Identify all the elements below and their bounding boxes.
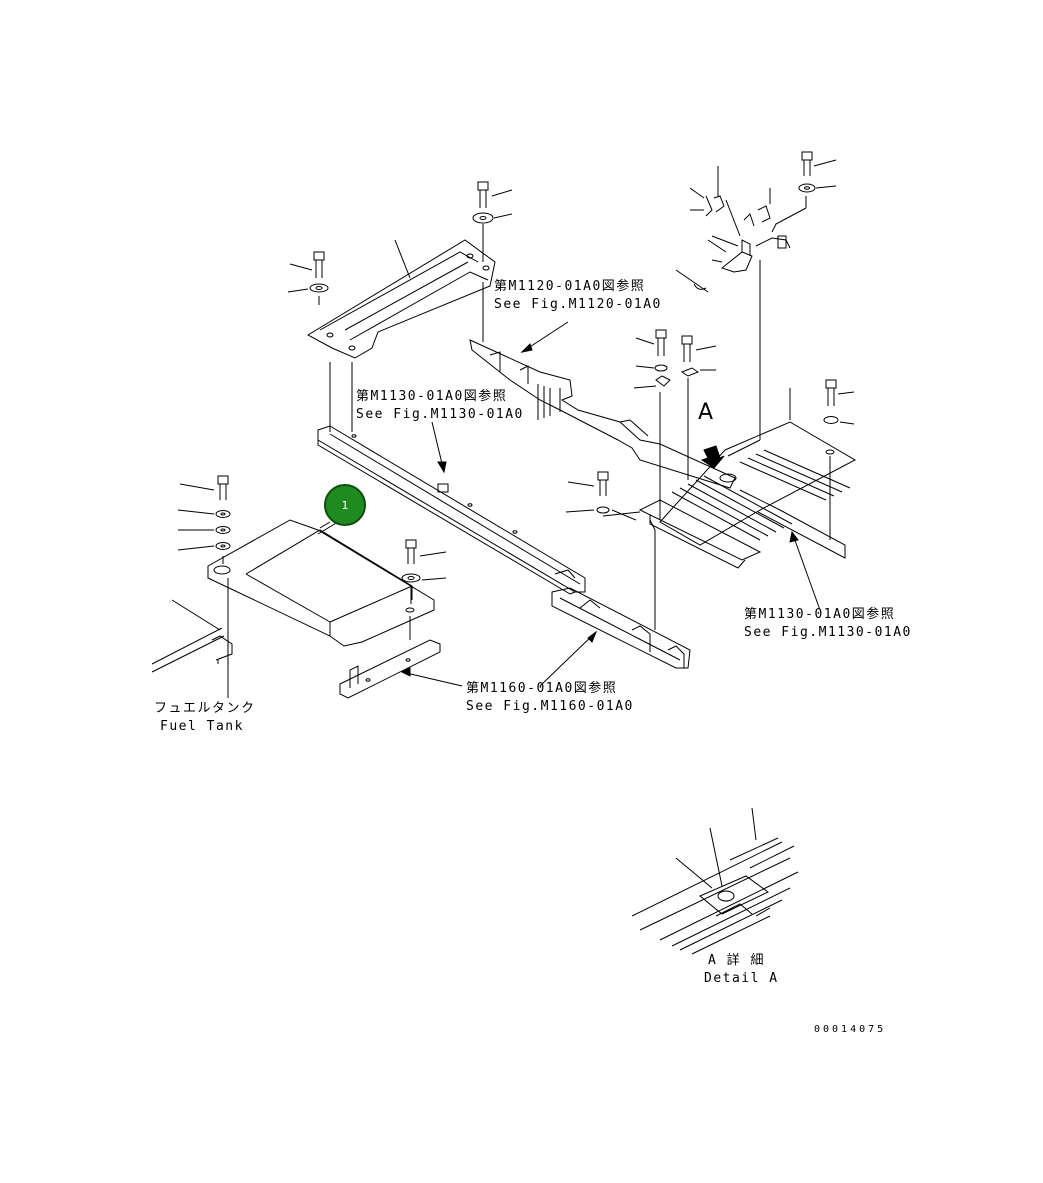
bolt-center-right	[566, 472, 640, 520]
latch-assembly	[676, 166, 806, 456]
fuel-tank-label-en: Fuel Tank	[160, 719, 244, 734]
lower-beam	[552, 530, 690, 668]
ref-m1120-jp: 第M1120-01A0図参照	[494, 279, 646, 294]
document-id: 00014075	[814, 1024, 887, 1035]
bolt-top-right	[799, 152, 836, 192]
long-frame-member	[318, 426, 585, 594]
bolt-right	[824, 380, 854, 424]
bolts-left-stack	[178, 476, 230, 696]
ref-m1120-en: See Fig.M1120-01A0	[494, 297, 662, 312]
leader-m1130-right	[792, 532, 820, 610]
ref-m1130-right-en: See Fig.M1130-01A0	[744, 625, 912, 640]
top-left-bracket-plate	[308, 240, 495, 358]
cover-bracket	[340, 616, 440, 698]
view-a-letter: A	[698, 400, 715, 425]
detail-a-label-jp: A 詳 細	[708, 953, 765, 968]
leader-callout-1	[318, 522, 338, 534]
fuel-tank-outline	[152, 600, 232, 672]
detail-a-label-en: Detail A	[704, 971, 779, 986]
ref-m1130-right-jp: 第M1130-01A0図参照	[744, 607, 896, 622]
ref-m1160-en: See Fig.M1160-01A0	[466, 699, 634, 714]
detail-a-view	[632, 808, 798, 954]
bolt-top-left-a	[288, 252, 328, 305]
fuel-tank-label-jp: フュエルタンク	[154, 701, 256, 716]
cover-plate	[208, 520, 434, 646]
leader-m1160-a	[402, 672, 462, 686]
ref-m1130-top-en: See Fig.M1130-01A0	[356, 407, 524, 422]
bolt-mid-right-b	[682, 336, 716, 480]
part-callout-1[interactable]: 1	[324, 484, 366, 526]
view-a-arrow	[702, 446, 724, 468]
bolt-top-center	[473, 182, 512, 262]
step-plate-right	[640, 388, 855, 568]
leader-m1160-b	[540, 632, 596, 686]
part-callout-1-number: 1	[341, 498, 349, 512]
bolt-mid-right-a	[634, 330, 670, 520]
ref-m1160-jp: 第M1160-01A0図参照	[466, 681, 618, 696]
bolt-cover-right	[402, 540, 446, 604]
upper-frame-bracket	[470, 340, 735, 488]
ref-m1130-top-jp: 第M1130-01A0図参照	[356, 389, 508, 404]
